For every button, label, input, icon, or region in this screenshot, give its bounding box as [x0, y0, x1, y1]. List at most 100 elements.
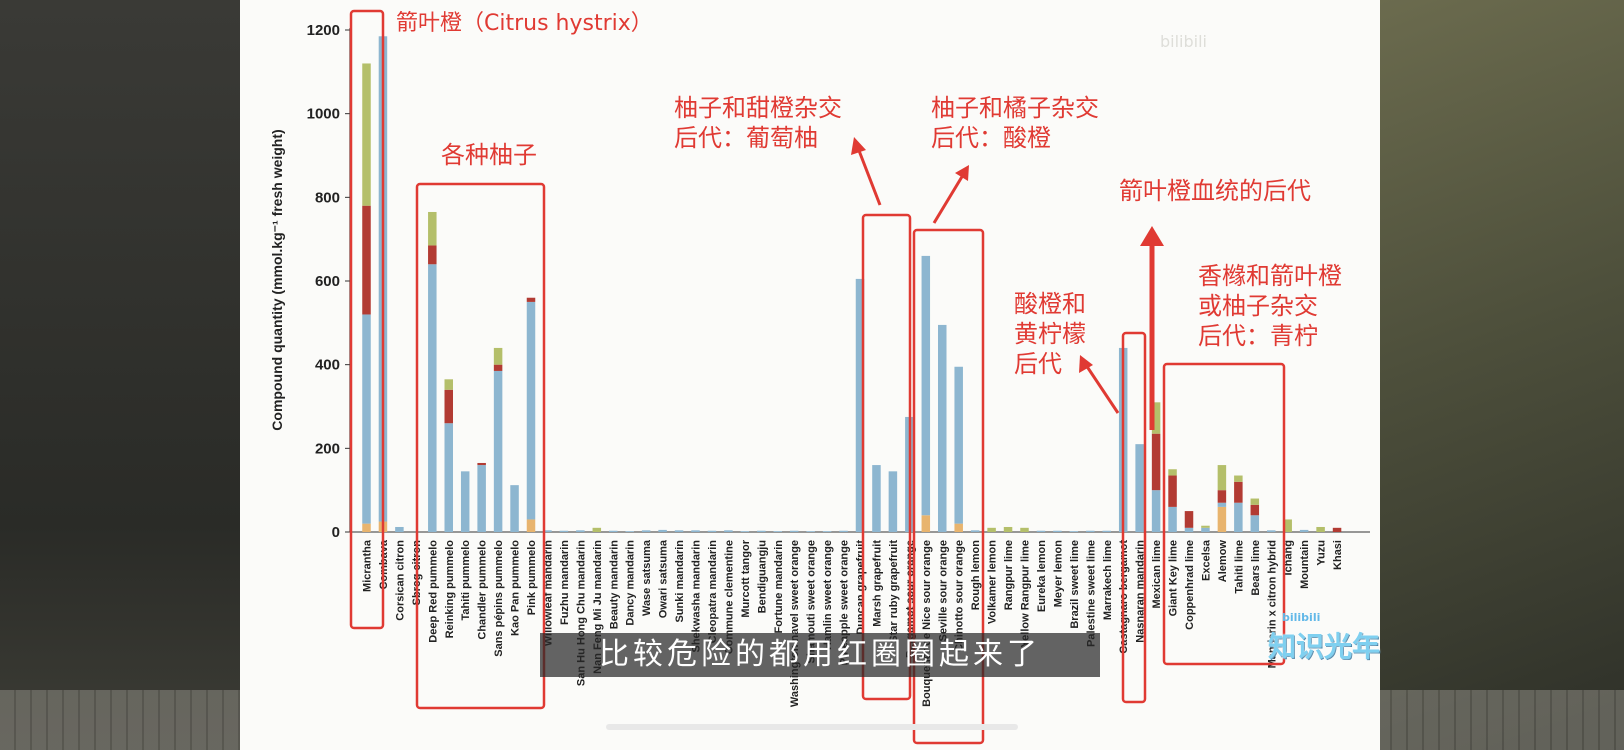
background-left — [0, 0, 240, 750]
x-tick-label: Corsican citron — [394, 540, 406, 621]
bar-segment — [444, 423, 453, 532]
label-kaffir: 箭叶橙（Citrus hystrix） — [396, 11, 653, 36]
x-tick-label: Kao Pan pummelo — [510, 540, 522, 636]
label-grapefruit-2: 后代：葡萄柚 — [674, 124, 818, 152]
bar-segment — [789, 530, 799, 532]
x-tick-label: Khasi — [1332, 540, 1344, 570]
bar-segment — [493, 347, 503, 365]
bar-segment — [493, 370, 503, 532]
y-tick-label: 800 — [315, 189, 340, 206]
bar-segment — [477, 462, 486, 466]
x-tick-label: Tahiti lime — [1233, 540, 1245, 594]
label-sour-2: 后代：酸橙 — [931, 124, 1051, 152]
bar-segment — [609, 530, 618, 532]
bar-segment — [921, 255, 931, 516]
label-pummelos: 各种柚子 — [441, 141, 537, 169]
x-tick-label: Marrakech lime — [1102, 540, 1114, 620]
x-tick-label: Bears lime — [1250, 540, 1262, 596]
bar-segment — [428, 211, 437, 246]
bar-segment — [1217, 490, 1227, 503]
x-tick-label: Bouquetier de Nice sour orange — [921, 540, 933, 707]
bar-segment — [1283, 519, 1292, 532]
bar-segment — [1217, 506, 1227, 532]
y-axis-label: Compound quantity (mmol.kg⁻¹ fresh weigh… — [269, 129, 285, 430]
bar-segment — [1053, 530, 1062, 532]
arrow-lemon — [1084, 364, 1120, 414]
bar-segment — [872, 465, 881, 532]
x-tick-label: Sunki mandarin — [674, 540, 686, 623]
bar-segment — [1151, 433, 1161, 491]
bar-segment — [460, 471, 470, 532]
bar-segment — [362, 523, 371, 532]
x-tick-label: Beauty mandarin — [608, 540, 620, 630]
bar-segment — [938, 324, 947, 532]
bar-segment — [1201, 525, 1210, 528]
label-lemon-2: 黄柠檬 — [1014, 320, 1086, 348]
bar-segment — [1234, 502, 1243, 532]
bar-segment — [362, 314, 371, 524]
bar-segment — [1135, 444, 1144, 532]
label-lemon-1: 酸橙和 — [1014, 290, 1086, 318]
bar-segment — [1036, 530, 1046, 532]
arrow-sour-head — [955, 165, 969, 181]
bar-segment — [428, 264, 437, 532]
bar-segment — [576, 530, 585, 532]
watermark-brand-small: bilibili — [1282, 611, 1321, 624]
bar-segment — [362, 63, 371, 206]
box-grapefruit — [861, 213, 912, 701]
bar-segment — [526, 297, 536, 302]
bar-segment — [1184, 511, 1194, 528]
label-lime-3: 后代：青柠 — [1198, 322, 1318, 350]
y-tick-label: 200 — [315, 440, 340, 457]
x-tick-label: Tahiti pummelo — [460, 540, 472, 621]
bar-segment — [1020, 527, 1029, 532]
bar-segment — [543, 530, 552, 532]
x-tick-label: Rangpur lime — [1003, 540, 1015, 610]
arrow-grapefruit — [856, 147, 882, 206]
bar-segment — [1102, 530, 1111, 532]
bar-segment — [954, 523, 963, 532]
y-tick-label: 400 — [315, 357, 340, 374]
bar-segment — [674, 530, 684, 532]
x-tick-label: Nasnaran mandarin — [1135, 540, 1147, 643]
x-tick-label: Washington navel sweet orange — [789, 540, 801, 707]
x-tick-label: Shamouti sweet orange — [806, 540, 818, 663]
bar-segment — [444, 389, 453, 424]
bar-segment — [493, 364, 503, 371]
arrow-kaffir-desc-head — [1140, 226, 1164, 246]
box-kaffir — [349, 9, 385, 630]
bar-segment — [724, 530, 733, 532]
bar-segment — [1316, 526, 1325, 532]
x-tick-label: Commune clementine — [723, 540, 735, 654]
bar-segment — [444, 379, 453, 390]
x-tick-label: Shekwasha mandarin — [691, 540, 703, 653]
y-tick-label: 1000 — [307, 106, 340, 123]
y-tick-label: 600 — [315, 273, 340, 290]
x-tick-label: Giant Key lime — [1168, 540, 1180, 616]
x-tick-label: Pink pummelo — [526, 540, 538, 615]
bar-segment — [1234, 481, 1243, 503]
home-indicator[interactable] — [606, 724, 1018, 730]
x-tick-label: Rough lemon — [970, 540, 982, 611]
bar-segment — [625, 531, 634, 532]
bar-segment — [1299, 529, 1309, 532]
x-tick-label: Wase satsuma — [641, 539, 653, 616]
x-tick-label: Mountain — [1299, 540, 1311, 589]
label-kaffir-descendants: 箭叶橙血统的后代 — [1119, 177, 1311, 205]
arrow-lemon-head — [1079, 355, 1093, 373]
y-tick-label: 1200 — [307, 22, 340, 39]
x-tick-label: Duncan grapefruit — [855, 540, 867, 635]
bar-segment — [1151, 402, 1161, 434]
label-lime-1: 香橼和箭叶橙 — [1198, 262, 1342, 290]
bar-segment — [1332, 527, 1342, 532]
box-sour-orange — [912, 228, 985, 745]
bar-segment — [1069, 531, 1079, 532]
arrow-sour — [932, 174, 965, 224]
bar-segment — [855, 278, 865, 532]
x-tick-label: Marsh grapefruit — [871, 540, 883, 627]
label-grapefruit-1: 柚子和甜橙杂交 — [674, 94, 842, 122]
x-tick-label: Mexican lime — [1151, 540, 1163, 608]
x-tick-label: Yuzu — [1316, 540, 1328, 566]
